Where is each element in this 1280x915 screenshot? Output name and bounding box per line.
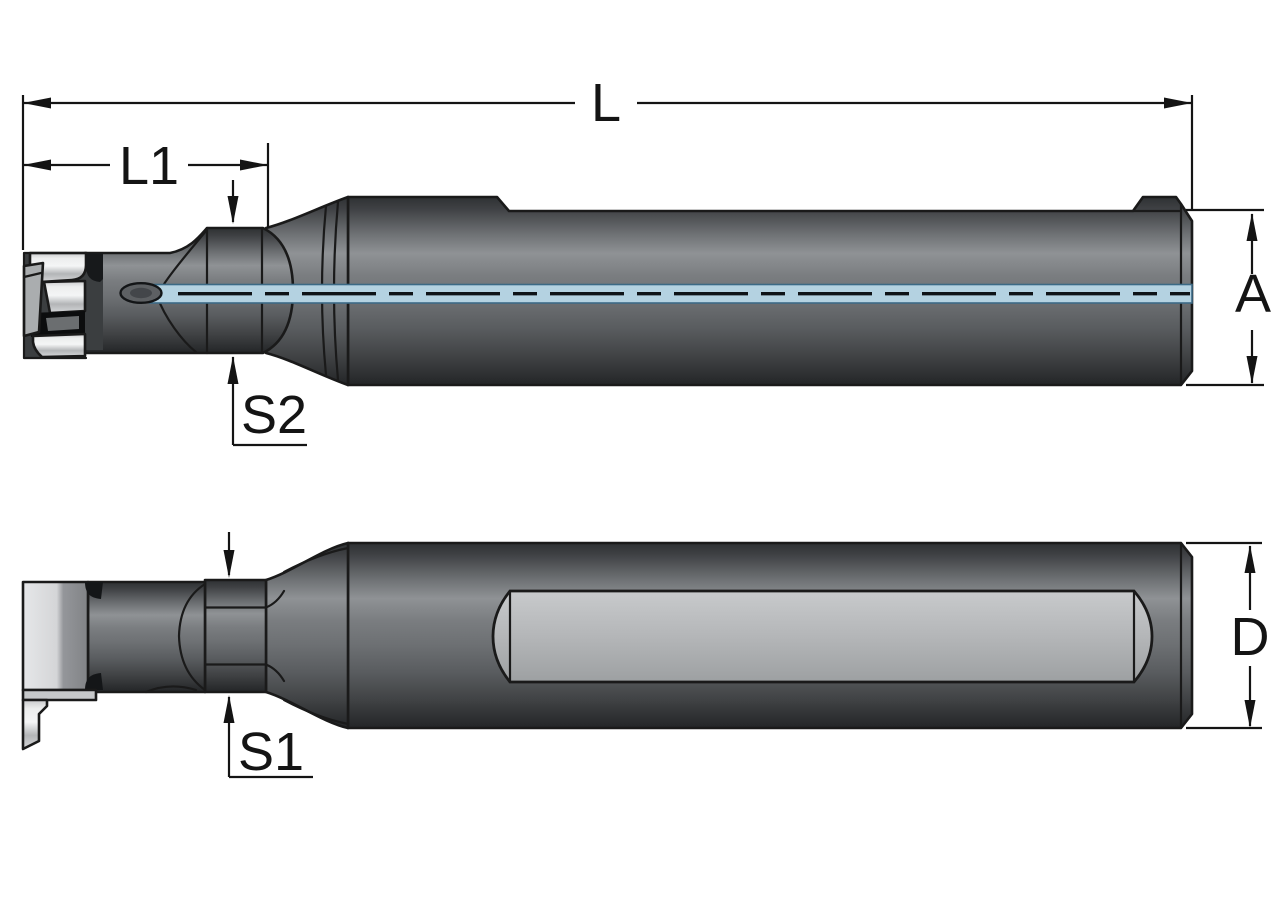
dimension-label-L1: L1 (119, 136, 179, 196)
dim-A-arrow-down (1246, 356, 1258, 384)
taper-bottom-view (264, 541, 350, 730)
cutter-head-top-view (22, 251, 103, 360)
neck-flat-edges (203, 606, 268, 666)
dimension-label-D: D (1231, 607, 1270, 667)
neck-fillets (264, 589, 286, 683)
head-wedge-line (22, 271, 43, 279)
coolant-exit-hole-inner (130, 287, 152, 299)
dimension-label-A: A (1235, 264, 1271, 324)
dim-L-arrow-left (23, 97, 51, 109)
dimension-label-S2: S2 (241, 385, 307, 445)
dimension-label-L: L (591, 73, 621, 133)
dim-S2-arrow-down (227, 196, 239, 224)
dimensions: L L1 S2 A S1 D (21, 73, 1271, 782)
neck-bottom-view (203, 578, 268, 694)
dim-L1-arrow-right (240, 159, 268, 171)
dim-S2-arrow-up (227, 356, 239, 384)
head-top-notch (85, 582, 103, 599)
clamp-notch (86, 253, 103, 282)
dim-S1-arrow-down (223, 550, 235, 578)
cutting-blade (21, 698, 49, 751)
dim-L-arrow-right (1164, 97, 1192, 109)
dim-D-arrow-up (1244, 545, 1256, 573)
barrel-bottom-view (86, 580, 207, 694)
insert-anvil (31, 332, 87, 359)
dim-L1-arrow-left (23, 159, 51, 171)
top-view (22, 195, 1194, 387)
head-bottom-notch (85, 673, 103, 690)
taper-crease-bottom (282, 698, 350, 726)
clamping-flat-edges (508, 589, 1136, 684)
dim-A-arrow-up (1246, 213, 1258, 241)
dim-A-ext-lines (1186, 208, 1264, 387)
cutter-head-bottom-view (21, 580, 103, 751)
insert-gap-streak (46, 316, 79, 331)
dim-S1-arrow-up (223, 695, 235, 723)
clamp-body (42, 279, 87, 315)
taper-crease-top (282, 546, 350, 574)
dim-D-arrow-down (1244, 700, 1256, 728)
clamping-flat (491, 589, 1154, 684)
head-face (21, 580, 90, 692)
barrel-boss-arc (177, 582, 207, 692)
bottom-view (21, 541, 1194, 751)
dim-D-ext-lines (1186, 541, 1262, 730)
dimension-label-S1: S1 (238, 722, 304, 782)
barrel-bottom-arc (144, 685, 198, 694)
head-outline (22, 251, 89, 360)
head-step-strip (21, 688, 98, 702)
